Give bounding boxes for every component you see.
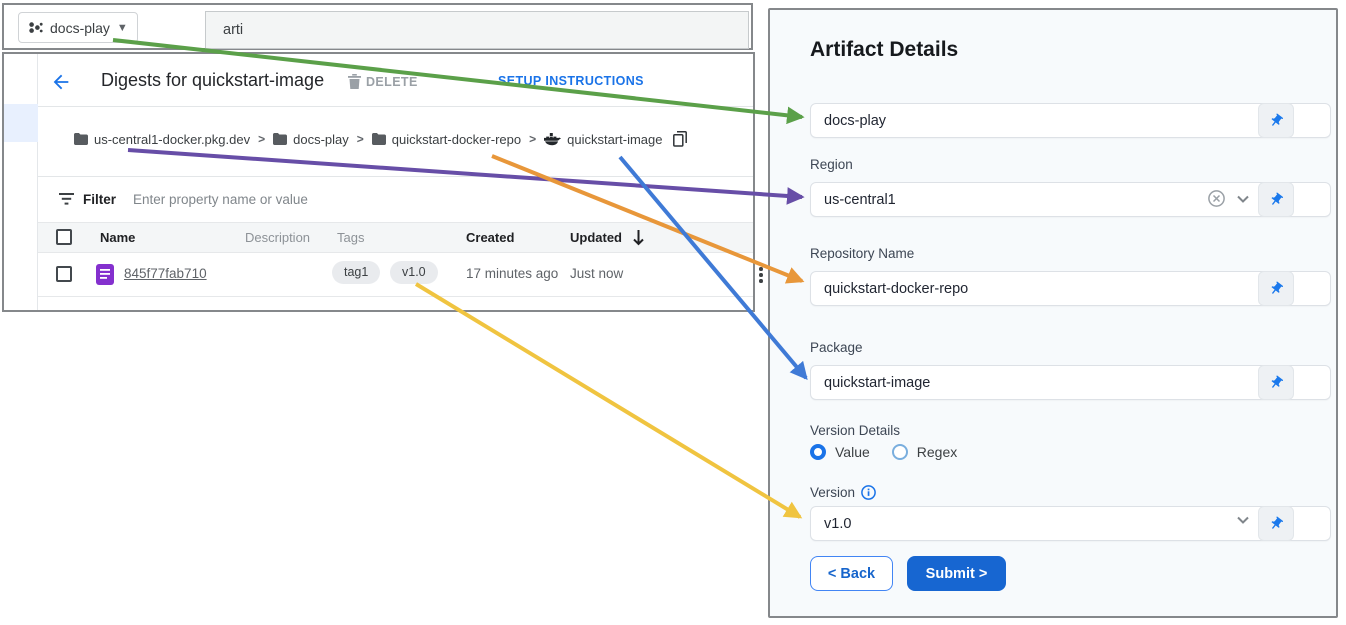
panel-title: Artifact Details bbox=[810, 38, 959, 61]
table-row[interactable]: 845f77fab710 tag1 v1.0 17 minutes ago Ju… bbox=[38, 253, 763, 297]
divider bbox=[38, 176, 753, 177]
package-input[interactable] bbox=[810, 365, 1331, 400]
console-topbar: docs-play ▼ bbox=[2, 3, 753, 50]
version-label: Version bbox=[810, 485, 876, 500]
region-input[interactable] bbox=[810, 182, 1331, 217]
project-selector[interactable]: docs-play ▼ bbox=[18, 12, 138, 43]
project-selector-label: docs-play bbox=[50, 19, 110, 36]
pin-icon bbox=[1271, 375, 1283, 388]
copy-icon[interactable] bbox=[673, 131, 688, 147]
setup-instructions-button[interactable]: SETUP INSTRUCTIONS bbox=[498, 74, 644, 88]
divider bbox=[38, 106, 753, 107]
registry-screenshot: Digests for quickstart-image DELETE SETU… bbox=[2, 52, 763, 312]
digest-doc-icon bbox=[96, 264, 114, 285]
tag-pill: tag1 bbox=[332, 261, 381, 284]
column-header-tags: Tags bbox=[337, 230, 365, 245]
column-header-updated[interactable]: Updated bbox=[570, 230, 622, 245]
page-title: Digests for quickstart-image bbox=[101, 70, 325, 90]
project-input[interactable] bbox=[810, 103, 1331, 138]
docker-whale-icon bbox=[544, 133, 562, 146]
table-header-row: Name Description Tags Created Updated bbox=[38, 222, 753, 253]
info-icon[interactable] bbox=[861, 485, 876, 500]
folder-icon bbox=[371, 133, 386, 145]
repository-label: Repository Name bbox=[810, 246, 915, 261]
created-cell: 17 minutes ago bbox=[466, 266, 559, 281]
submit-button[interactable]: Submit > bbox=[907, 556, 1006, 591]
pin-icon bbox=[1271, 113, 1283, 126]
pin-button[interactable] bbox=[1258, 103, 1294, 138]
pin-icon bbox=[1271, 192, 1283, 205]
breadcrumb-item-host[interactable]: us-central1-docker.pkg.dev bbox=[74, 132, 250, 147]
version-details-radio-group: Value Regex bbox=[810, 444, 957, 460]
delete-button[interactable]: DELETE bbox=[348, 74, 418, 89]
breadcrumb-separator: > bbox=[356, 132, 364, 146]
trash-icon bbox=[348, 74, 361, 89]
repository-input[interactable] bbox=[810, 271, 1331, 306]
back-arrow-icon[interactable] bbox=[50, 71, 72, 93]
back-button[interactable]: < Back bbox=[810, 556, 893, 591]
tag-pill: v1.0 bbox=[390, 261, 438, 284]
folder-icon bbox=[74, 133, 88, 145]
filter-bar: Filter bbox=[59, 186, 556, 212]
pin-button[interactable] bbox=[1258, 506, 1294, 541]
pin-icon bbox=[1271, 516, 1283, 529]
column-header-description: Description bbox=[245, 230, 311, 245]
sort-desc-icon[interactable] bbox=[632, 230, 645, 246]
package-label: Package bbox=[810, 340, 863, 355]
radio-selected-icon[interactable] bbox=[810, 444, 826, 460]
filter-icon bbox=[59, 193, 74, 205]
filter-input[interactable] bbox=[131, 190, 556, 208]
breadcrumb-item-project[interactable]: docs-play bbox=[273, 132, 349, 147]
radio-unselected-icon[interactable] bbox=[891, 444, 908, 460]
pin-icon bbox=[1271, 281, 1283, 294]
radio-option-value[interactable]: Value bbox=[810, 444, 870, 460]
updated-cell: Just now bbox=[570, 266, 624, 281]
breadcrumb-separator: > bbox=[529, 132, 537, 146]
chevron-down-icon: ▼ bbox=[116, 21, 128, 34]
artifact-details-panel: Artifact Details Region Repository Name … bbox=[768, 8, 1338, 618]
row-checkbox[interactable] bbox=[56, 266, 72, 282]
folder-icon bbox=[273, 133, 288, 145]
column-header-created[interactable]: Created bbox=[466, 230, 515, 245]
filter-label: Filter bbox=[83, 191, 117, 207]
select-all-checkbox[interactable] bbox=[56, 229, 72, 245]
search-input[interactable] bbox=[205, 11, 749, 49]
project-dots-icon bbox=[29, 22, 43, 33]
column-header-name[interactable]: Name bbox=[100, 230, 136, 245]
version-input[interactable] bbox=[810, 506, 1331, 541]
radio-option-regex[interactable]: Regex bbox=[891, 444, 957, 460]
chevron-down-icon[interactable] bbox=[1237, 195, 1249, 203]
breadcrumb-item-repository[interactable]: quickstart-docker-repo bbox=[371, 132, 521, 147]
selected-nav-highlight bbox=[4, 104, 38, 142]
breadcrumb-item-package[interactable]: quickstart-image bbox=[544, 132, 662, 147]
digest-link[interactable]: 845f77fab710 bbox=[124, 266, 207, 281]
pin-button[interactable] bbox=[1258, 365, 1294, 400]
version-arrow bbox=[414, 282, 803, 519]
breadcrumb-separator: > bbox=[258, 132, 266, 146]
breadcrumb: us-central1-docker.pkg.dev > docs-play >… bbox=[74, 126, 688, 152]
clear-icon[interactable] bbox=[1208, 190, 1225, 207]
chevron-down-icon[interactable] bbox=[1237, 516, 1249, 524]
region-label: Region bbox=[810, 157, 853, 172]
pin-button[interactable] bbox=[1258, 271, 1294, 306]
left-nav-strip bbox=[4, 54, 38, 310]
version-details-label: Version Details bbox=[810, 423, 901, 438]
pin-button[interactable] bbox=[1258, 182, 1294, 217]
